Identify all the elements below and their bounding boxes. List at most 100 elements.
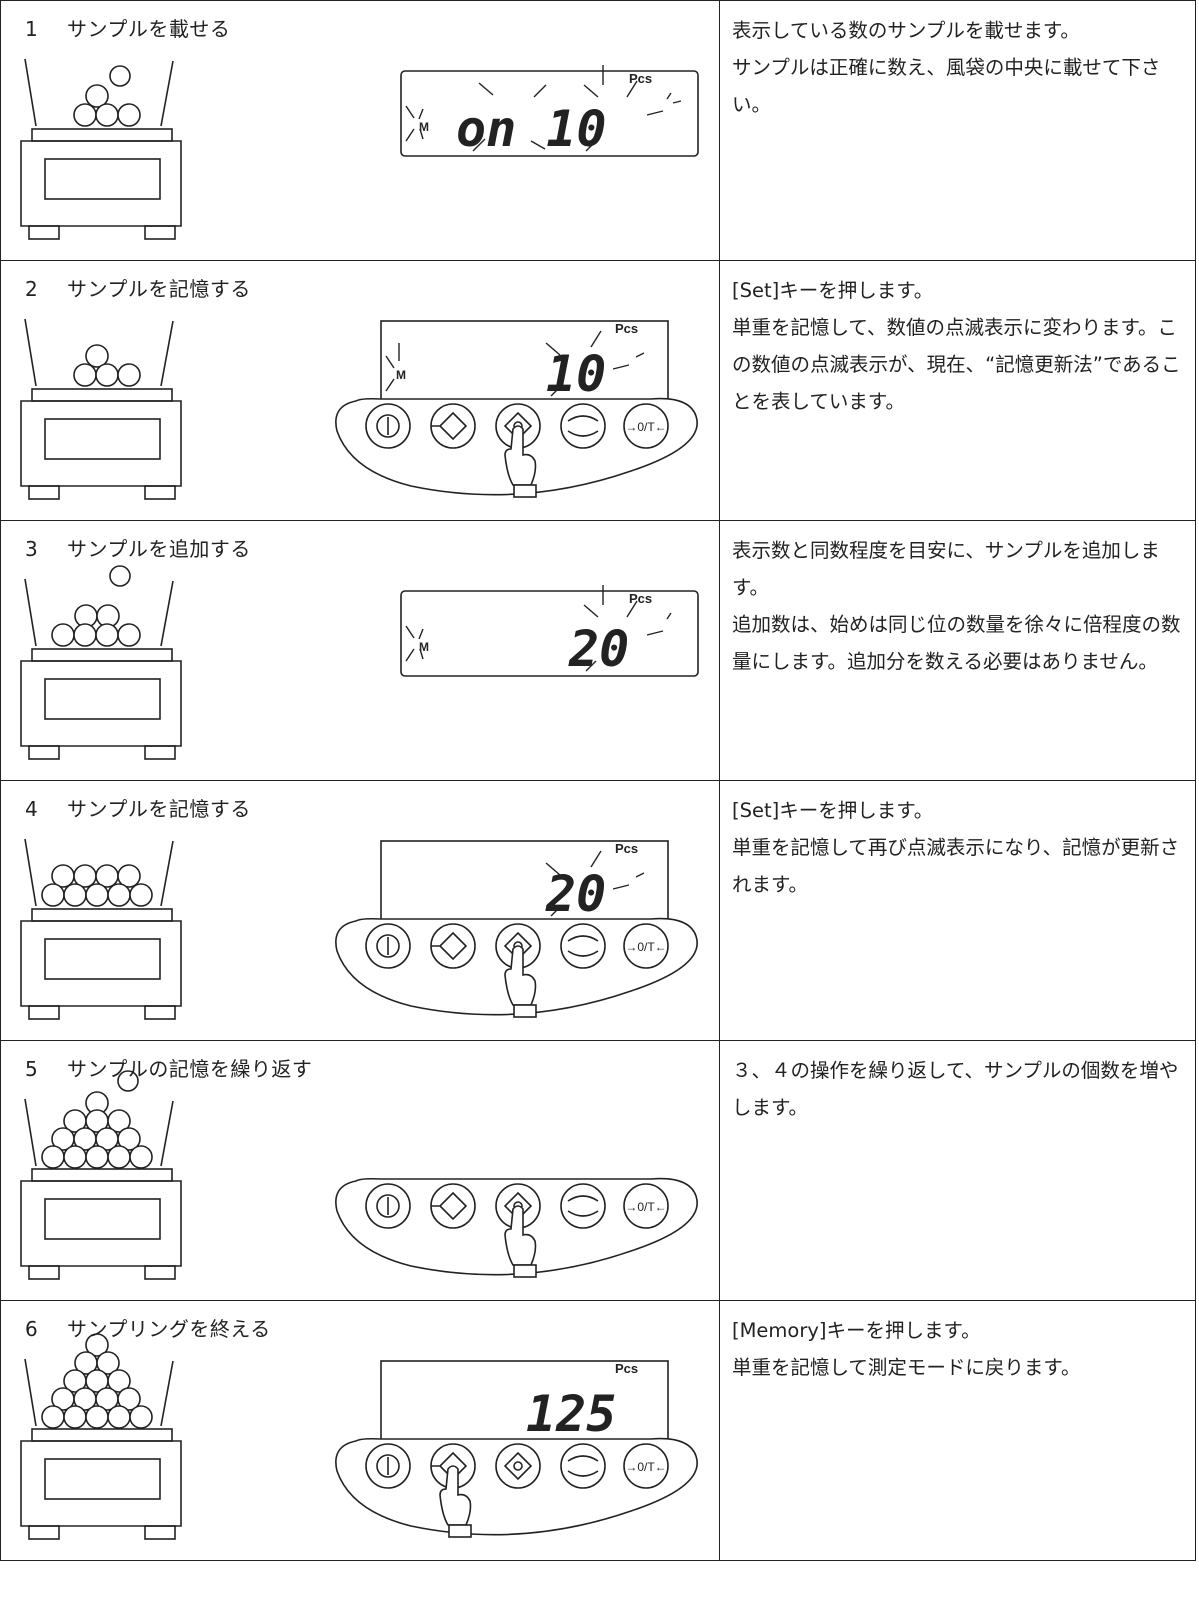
step-title-text: サンプルを載せる	[67, 17, 231, 41]
lcd-readout: 20	[545, 865, 606, 923]
step-4-illustration: Pcs 20 →0/T←	[20, 838, 698, 1020]
memory-mark: M	[396, 368, 406, 382]
step-title-text: サンプルを記憶する	[67, 797, 251, 821]
step-row-6: Pcs 125 →0/T←	[0, 1300, 1196, 1561]
step-6-description: [Memory]キーを押します。 単重を記憶して測定モードに戻ります。	[719, 1300, 1196, 1561]
power-key[interactable]	[365, 923, 411, 969]
lcd-display	[380, 320, 669, 402]
mode-key[interactable]	[560, 403, 606, 449]
power-key[interactable]	[365, 1183, 411, 1229]
lcd-readout: 125	[526, 1385, 616, 1443]
blink-marks-icon	[405, 585, 672, 672]
unit-label: Pcs	[615, 841, 638, 856]
step-6-illustration-cell: Pcs 125 →0/T←	[0, 1300, 720, 1561]
tare-key-label: →0/T←	[625, 420, 666, 434]
step-4-description: [Set]キーを押します。 単重を記憶して再び点滅表示になり、記憶が更新されます…	[719, 780, 1196, 1041]
step-5-illustration: →0/T←	[20, 1070, 698, 1280]
tare-key[interactable]	[623, 1183, 669, 1229]
sample-balls-icon	[41, 864, 153, 907]
pointing-hand-icon	[504, 425, 537, 498]
step-4-illustration-cell: Pcs 20 →0/T←	[0, 780, 720, 1041]
lcd-readout: 20	[568, 620, 629, 678]
tare-key-label: →0/T←	[625, 1200, 666, 1214]
unit-label: Pcs	[615, 321, 638, 336]
step-3-description: 表示数と同数程度を目安に、サンプルを追加します。 追加数は、始めは同じ位の数量を…	[719, 520, 1196, 781]
description-line: 表示している数のサンプルを載せます。	[732, 19, 1080, 42]
scale-icon	[20, 1358, 182, 1540]
description-line: 単重を記憶して測定モードに戻ります。	[732, 1356, 1081, 1379]
blink-marks-icon	[545, 850, 645, 917]
lcd-readout: on 10	[456, 100, 607, 158]
step-1-illustration: M Pcs on 10	[20, 58, 699, 240]
mode-key[interactable]	[560, 1443, 606, 1489]
step-number: 2	[25, 277, 39, 301]
tare-key-label: →0/T←	[625, 940, 666, 954]
description-line: 追加数は、始めは同じ位の数量を徐々に倍程度の数量にします。追加分を数える必要はあ…	[732, 613, 1181, 673]
mode-key[interactable]	[560, 923, 606, 969]
description-line: サンプルは正確に数え、風袋の中央に載せて下さい。	[732, 56, 1161, 116]
step-2-illustration: M Pcs 10 →0/T←	[20, 318, 698, 500]
scale-icon	[20, 838, 182, 1020]
unit-label: Pcs	[615, 1361, 638, 1376]
power-key[interactable]	[365, 1443, 411, 1489]
sample-balls-icon	[73, 344, 141, 387]
tare-key[interactable]	[623, 403, 669, 449]
sample-balls-icon	[41, 1333, 153, 1429]
description-line: ３、４の操作を繰り返して、サンプルの個数を増やします。	[732, 1059, 1179, 1119]
step-5-description: ３、４の操作を繰り返して、サンプルの個数を増やします。	[719, 1040, 1196, 1301]
lcd-display	[400, 65, 699, 157]
tare-key[interactable]	[623, 1443, 669, 1489]
unit-label: Pcs	[629, 71, 652, 86]
scale-icon	[20, 318, 182, 500]
tare-key-label: →0/T←	[625, 1460, 666, 1474]
set-key[interactable]	[495, 1443, 541, 1489]
description-line: 表示数と同数程度を目安に、サンプルを追加します。	[732, 539, 1160, 599]
pointing-hand-icon	[504, 945, 537, 1018]
blink-marks-icon	[385, 330, 645, 397]
step-row-4: Pcs 20 →0/T←	[0, 780, 1196, 1041]
step-2-illustration-cell: M Pcs 10 →0/T←	[0, 260, 720, 521]
step-number: 6	[25, 1317, 39, 1341]
lcd-display	[380, 1360, 669, 1442]
step-row-2: M Pcs 10 →0/T←	[0, 260, 1196, 521]
memory-key[interactable]	[430, 923, 476, 969]
pointing-hand-icon	[439, 1465, 472, 1538]
memory-key[interactable]	[430, 403, 476, 449]
sample-balls-icon	[51, 565, 141, 647]
description-line: [Set]キーを押します。	[732, 799, 934, 822]
description-line: 単重を記憶して再び点滅表示になり、記憶が更新されます。	[732, 836, 1180, 896]
tare-key[interactable]	[623, 923, 669, 969]
mode-key[interactable]	[560, 1183, 606, 1229]
unit-label: Pcs	[629, 591, 652, 606]
sample-balls-icon	[41, 1070, 153, 1169]
pointing-hand-icon	[504, 1205, 537, 1278]
step-2-description: [Set]キーを押します。 単重を記憶して、数値の点滅表示に変わります。この数値…	[719, 260, 1196, 521]
memory-key[interactable]	[430, 1183, 476, 1229]
step-1-description: 表示している数のサンプルを載せます。 サンプルは正確に数え、風袋の中央に載せて下…	[719, 0, 1196, 261]
step-title-text: サンプルを追加する	[67, 537, 251, 561]
power-key[interactable]	[365, 403, 411, 449]
description-line: [Memory]キーを押します。	[732, 1319, 981, 1342]
scale-icon	[20, 58, 182, 240]
memory-mark: M	[419, 640, 429, 654]
blink-marks-icon	[405, 65, 682, 152]
step-number: 4	[25, 797, 39, 821]
step-3-illustration: M Pcs 20	[20, 565, 699, 760]
lcd-readout: 10	[546, 345, 606, 403]
description-line: 単重を記憶して、数値の点滅表示に変わります。この数値の点滅表示が、現在、“記憶更…	[732, 316, 1181, 413]
step-title-text: サンプルの記憶を繰り返す	[67, 1057, 313, 1081]
keypad: →0/T←	[335, 1437, 698, 1536]
lcd-display	[400, 585, 699, 677]
description-line: [Set]キーを押します。	[732, 279, 934, 302]
